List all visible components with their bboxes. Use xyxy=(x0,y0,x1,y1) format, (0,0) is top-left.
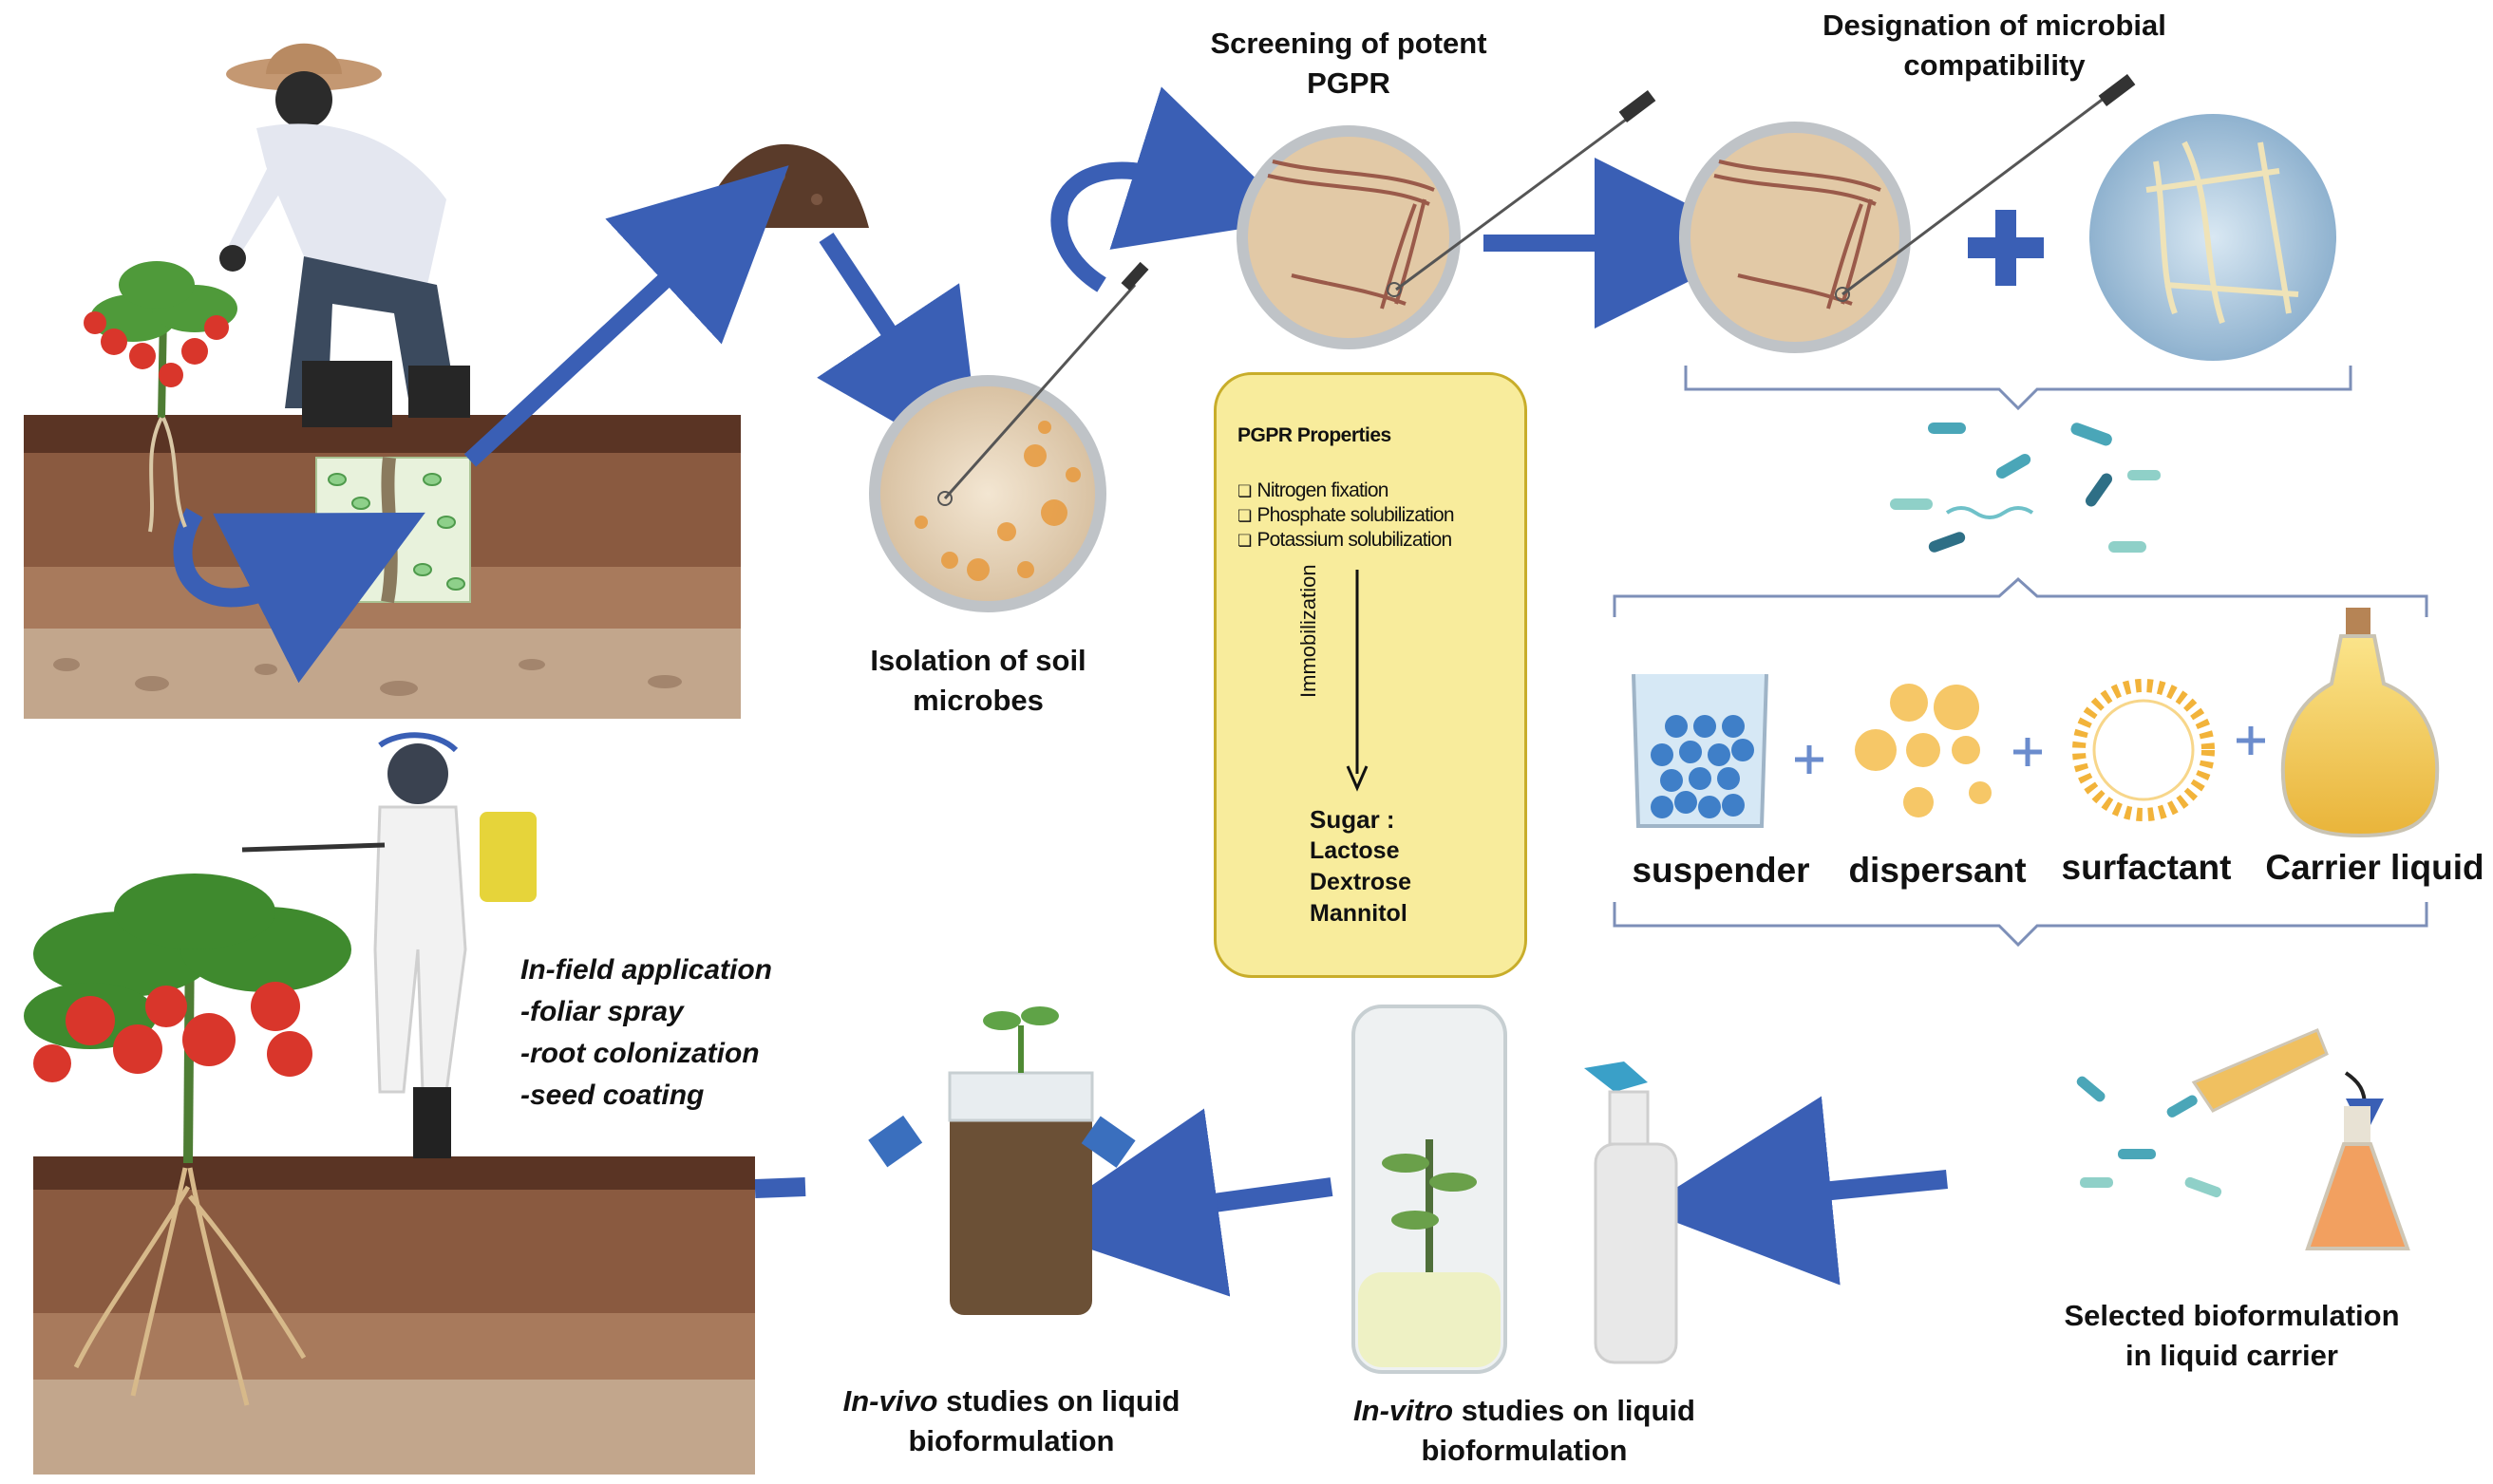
in-field-application: In-field application -foliar spray -root… xyxy=(520,949,772,1117)
in-vitro-line1: In-vitro studies on liquid xyxy=(1311,1391,1738,1431)
in-vitro-rest: studies on liquid xyxy=(1453,1394,1695,1427)
pouring-bacteria xyxy=(2076,1028,2384,1198)
sugar-item: Mannitol xyxy=(1310,900,1407,927)
plus-signs-small xyxy=(1795,726,2265,774)
tomato-plant-large xyxy=(24,873,351,1164)
ingredient-label: suspender xyxy=(1632,851,1810,890)
isolation-label-line2: microbes xyxy=(913,684,1044,717)
immobilization-arrow xyxy=(1346,570,1369,792)
screening-petri-dish xyxy=(1237,89,1656,349)
selected-bioformulation-label: Selected bioformulation in liquid carrie… xyxy=(2023,1296,2441,1376)
isolation-label-line1: Isolation of soil xyxy=(870,644,1086,677)
property-item: Potassium solubilization xyxy=(1237,529,1452,552)
in-vitro-italic: In-vitro xyxy=(1353,1394,1454,1427)
droplets-dispersant xyxy=(1855,684,1992,817)
designation-label-line2: compatibility xyxy=(1903,48,2086,82)
sugar-title: Sugar : xyxy=(1310,805,1395,834)
sugar-item: Lactose xyxy=(1310,837,1400,864)
in-vivo-line2: bioformulation xyxy=(908,1424,1115,1457)
rhizosphere-inset xyxy=(315,457,471,604)
flask-orange xyxy=(2305,1106,2410,1250)
selected-label-line2: in liquid carrier xyxy=(2125,1339,2338,1372)
curved-arrow-rhizosphere xyxy=(173,507,425,684)
in-field-title: In-field application xyxy=(520,954,773,986)
in-field-method: -root colonization xyxy=(520,1038,760,1069)
in-vitro-line2: bioformulation xyxy=(1421,1434,1628,1467)
in-vivo-italic: In-vivo xyxy=(842,1384,938,1418)
beaker-suspender xyxy=(1632,673,1768,828)
soil-pile xyxy=(698,143,869,228)
test-tube-plantlet xyxy=(1351,1005,1507,1374)
screening-label-line1: Screening of potent xyxy=(1210,27,1487,60)
spray-bottle xyxy=(1584,1061,1678,1364)
screening-label-line2: PGPR xyxy=(1307,66,1390,100)
farmer-figure xyxy=(219,43,470,427)
arrow-selected-to-invitro xyxy=(1641,1096,1948,1286)
in-vivo-label: In-vivo studies on liquid bioformulation xyxy=(807,1381,1216,1461)
pgpr-title: PGPR Properties xyxy=(1237,424,1391,446)
plus-sign-large xyxy=(1968,210,2044,286)
arrow-soil-to-pile xyxy=(463,165,789,467)
designation-label-line1: Designation of microbial xyxy=(1823,9,2166,42)
isolation-label: Isolation of soil microbes xyxy=(822,641,1135,721)
in-field-method: -seed coating xyxy=(520,1080,705,1111)
ingredient-label: surfactant xyxy=(2061,848,2232,887)
compatibility-petri-dish xyxy=(1679,73,2136,353)
curved-arrow-to-screening xyxy=(1050,86,1299,292)
arrow-pile-to-isolation xyxy=(817,233,983,473)
ingredient-label: dispersant xyxy=(1848,851,2027,890)
brackets xyxy=(1613,366,2428,948)
sprayer-person xyxy=(241,732,537,1158)
in-vivo-vessel xyxy=(868,1006,1136,1315)
tomato-plant-small xyxy=(84,261,237,533)
oil-jug-carrier-liquid xyxy=(2280,608,2440,838)
isolation-petri-dish xyxy=(869,261,1149,612)
bottom-soil-block xyxy=(33,1156,755,1475)
in-field-method: -foliar spray xyxy=(520,996,684,1027)
sugar-item: Dextrose xyxy=(1310,869,1411,895)
ingredient-label: Carrier liquid xyxy=(2265,848,2484,887)
in-vivo-rest: studies on liquid xyxy=(937,1384,1180,1418)
property-item: Phosphate solubilization xyxy=(1237,504,1454,527)
screening-label: Screening of potent PGPR xyxy=(1144,24,1553,103)
blue-petri-dish xyxy=(2089,114,2336,361)
pgpr-properties-box: PGPR Properties Nitrogen fixation Phosph… xyxy=(1214,372,1527,978)
micelle-surfactant xyxy=(2072,679,2215,821)
in-vitro-label: In-vitro studies on liquid bioformulatio… xyxy=(1311,1391,1738,1471)
in-vivo-line1: In-vivo studies on liquid xyxy=(807,1381,1216,1421)
arrow-invivo-to-field xyxy=(754,1177,806,1198)
arrow-invitro-to-invivo xyxy=(1029,1108,1333,1297)
property-item: Nitrogen fixation xyxy=(1237,479,1388,502)
selected-label-line1: Selected bioformulation xyxy=(2064,1299,2400,1332)
bacteria-cluster xyxy=(1890,423,2161,553)
designation-label: Designation of microbial compatibility xyxy=(1766,6,2222,85)
